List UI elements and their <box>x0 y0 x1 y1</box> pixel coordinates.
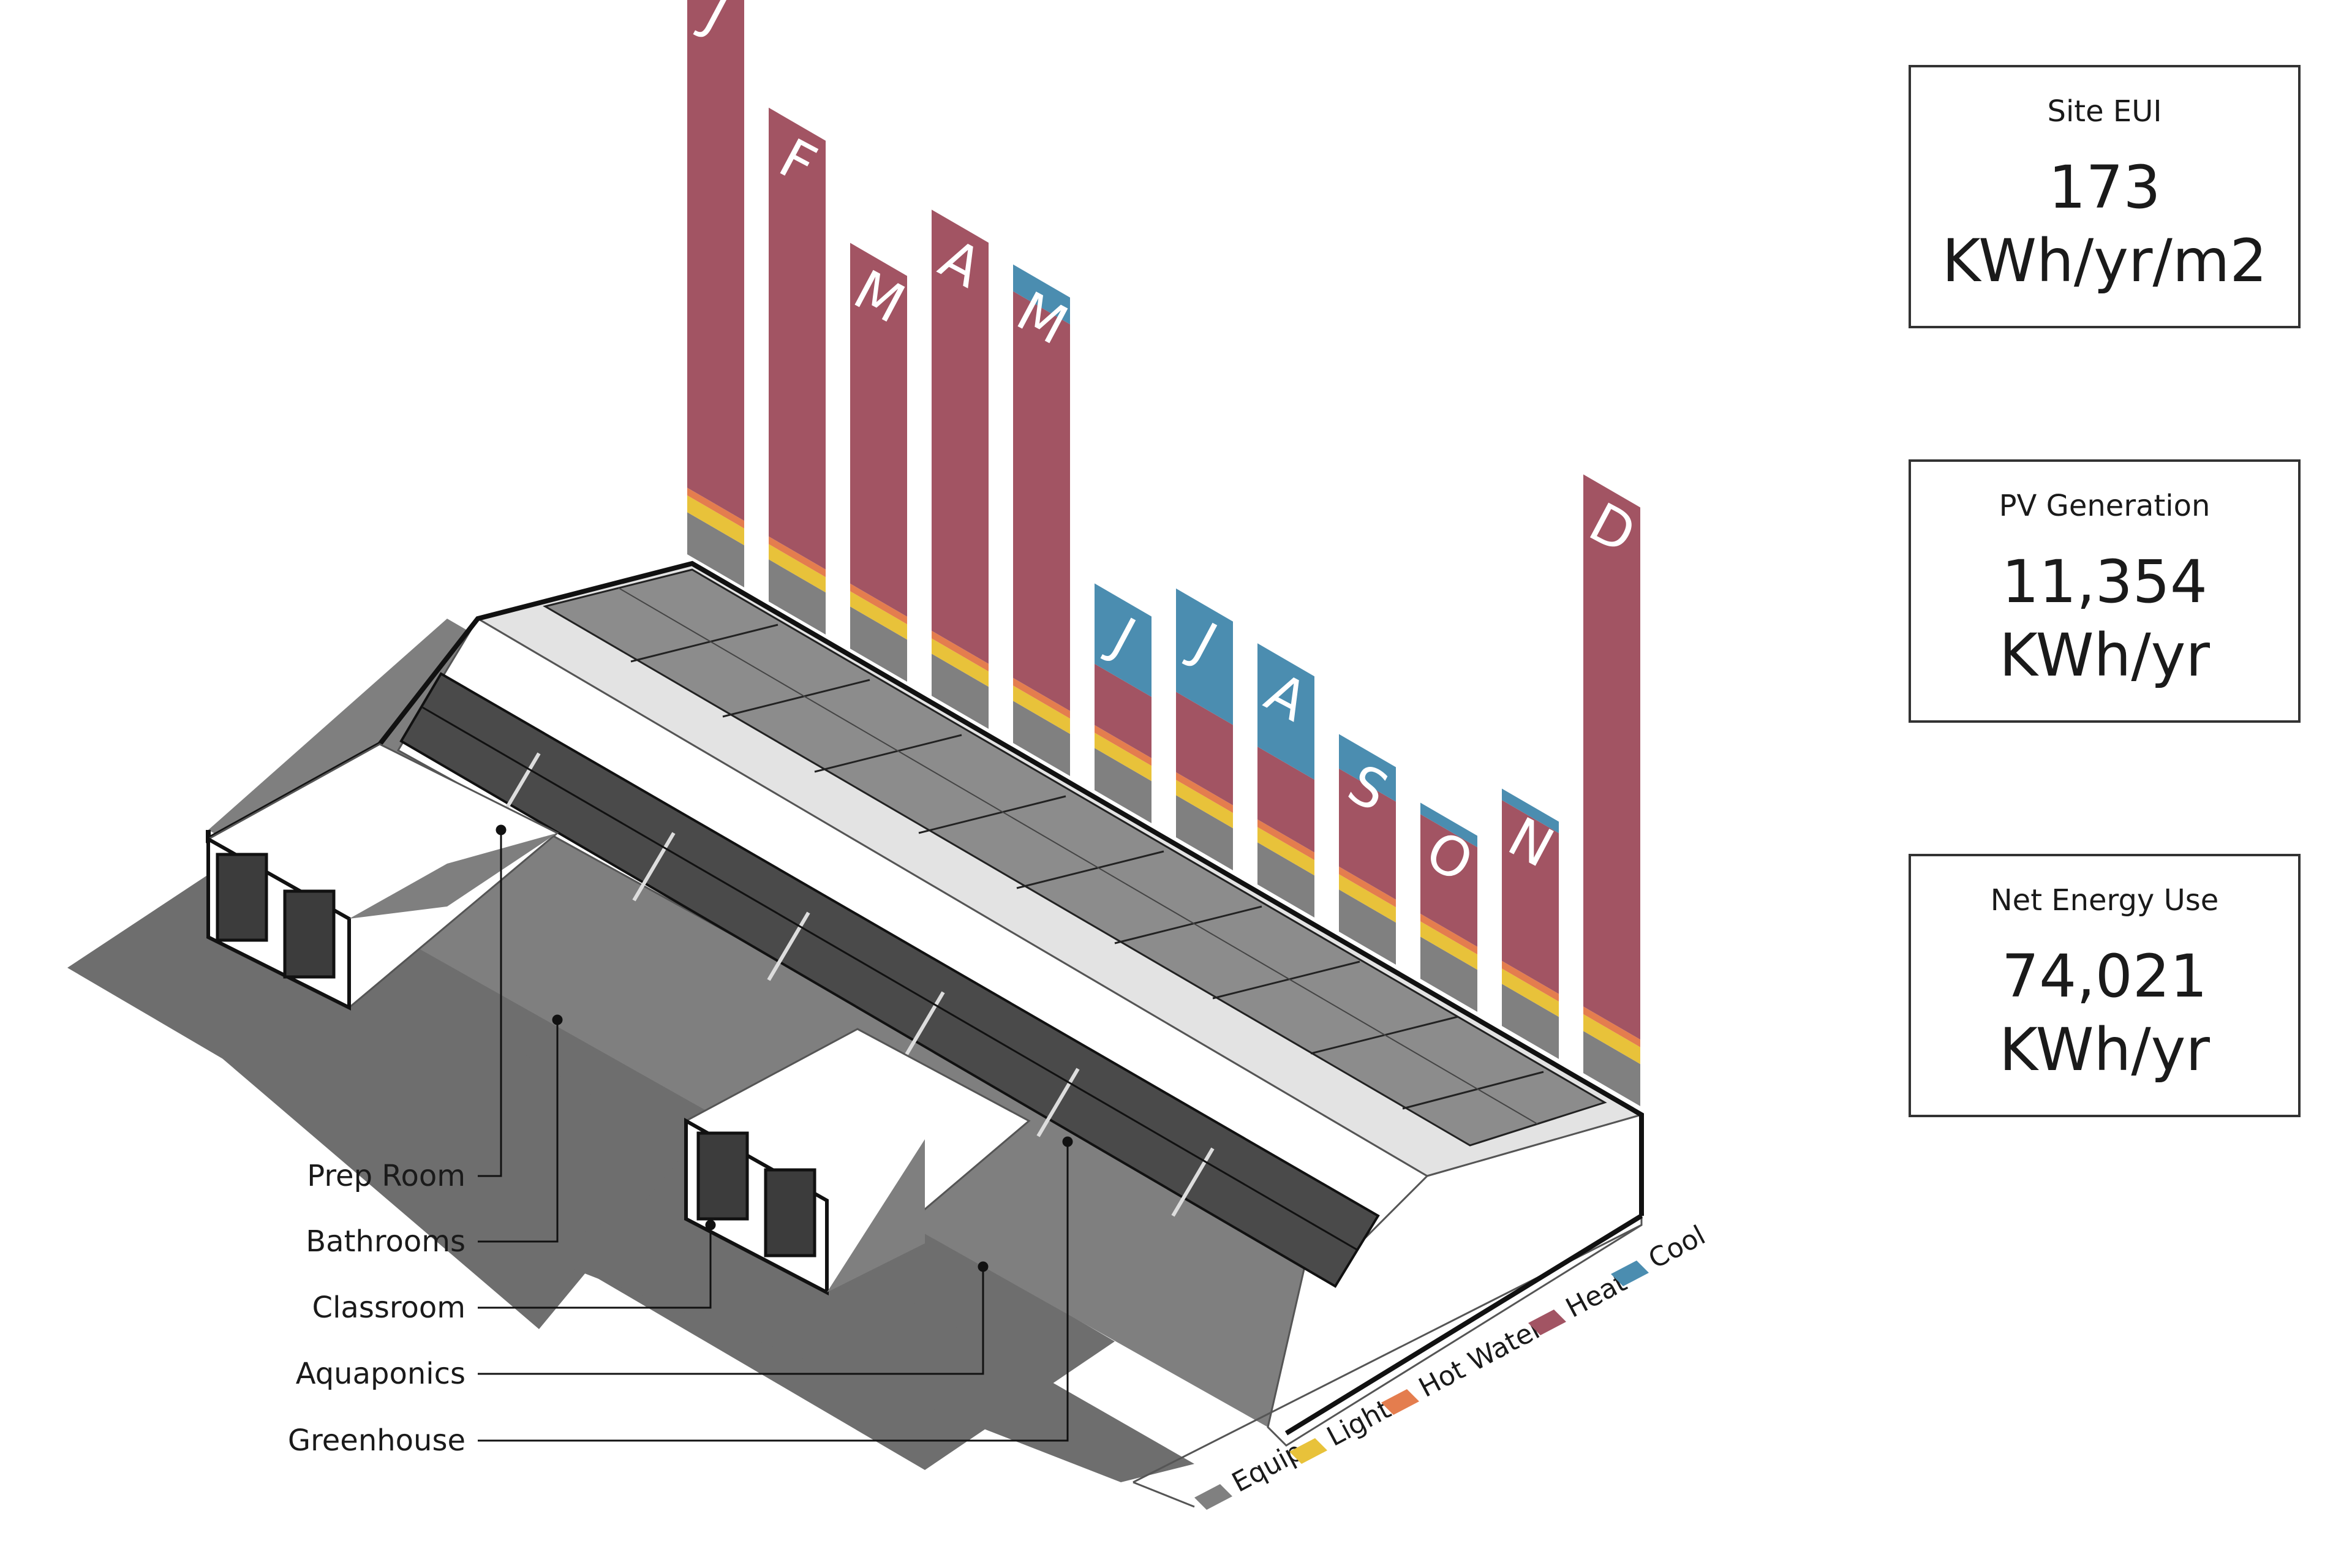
room-label-aquaponics: Aquaponics <box>295 1357 466 1391</box>
pv-generation-title: PV Generation <box>1999 489 2211 523</box>
bar-segment <box>1013 701 1070 776</box>
bar-segment <box>1257 747 1314 853</box>
pv-generation-card: PV Generation 11,354 KWh/yr <box>1909 459 2301 723</box>
room-label-classroom: Classroom <box>312 1291 466 1325</box>
bar-segment <box>850 606 907 682</box>
bar-segment <box>1339 866 1396 908</box>
legend-label: Cool <box>1643 1219 1710 1275</box>
site-eui-value: 173 <box>2048 153 2161 222</box>
bar-segment <box>1502 968 1559 1017</box>
bar-segment <box>1095 583 1152 697</box>
bar-segment <box>932 209 989 664</box>
bar-segment <box>687 512 744 587</box>
annex-west <box>206 743 559 1011</box>
bar-segment <box>1339 768 1396 900</box>
bar-segment <box>769 544 826 593</box>
bar-segment <box>850 243 907 617</box>
bar-segment <box>1420 802 1477 848</box>
room-label-prep-room: Prep Room <box>307 1159 466 1193</box>
bar-segment <box>687 0 744 521</box>
bar-segment <box>1339 889 1396 965</box>
bar-segment <box>1095 733 1152 782</box>
bar-segment <box>687 495 744 546</box>
bar-segment <box>1176 795 1233 870</box>
site-eui-card: Site EUI 173 KWh/yr/m2 <box>1909 65 2301 328</box>
bar-segment <box>1013 291 1070 711</box>
pv-generation-value: 11,354 <box>2002 548 2207 616</box>
bar-segment <box>1583 1014 1640 1065</box>
bar-segment <box>1095 725 1152 766</box>
bar-segment <box>1257 842 1314 918</box>
net-energy-use-unit: KWh/yr <box>1999 1016 2210 1084</box>
bar-segment <box>850 591 907 640</box>
bar-segment <box>1095 748 1152 823</box>
bar-segment <box>1176 692 1233 805</box>
room-label-bathrooms: Bathrooms <box>306 1224 466 1259</box>
bar-segment <box>769 559 826 635</box>
bar-segment <box>1502 800 1559 994</box>
bar-segment <box>932 654 989 729</box>
bar-segment <box>1339 734 1396 802</box>
bar-segment <box>1502 960 1559 1002</box>
bar-segment <box>1420 913 1477 955</box>
bar-segment <box>1420 937 1477 1012</box>
bar-segment <box>1502 984 1559 1059</box>
bar-segment <box>1583 474 1640 1040</box>
bar-segment <box>1420 921 1477 970</box>
bar-segment <box>769 107 826 570</box>
bar-segment <box>1257 827 1314 876</box>
bar-segment <box>1257 819 1314 861</box>
roof-pv-array <box>543 568 1607 1147</box>
legend-swatch <box>1194 1484 1232 1510</box>
bar-segment <box>1257 643 1314 780</box>
bar-segment <box>769 536 826 578</box>
bar-segment <box>932 630 989 672</box>
bar-segment <box>1502 788 1559 834</box>
bar-segment <box>1583 1031 1640 1106</box>
bar-segment <box>1583 1006 1640 1047</box>
bar-segment <box>1176 588 1233 725</box>
annex-center <box>684 1028 1031 1295</box>
bar-segment <box>1013 264 1070 325</box>
room-label-greenhouse: Greenhouse <box>287 1423 466 1458</box>
bar-segment <box>932 638 989 687</box>
legend-label: Equip <box>1227 1436 1308 1499</box>
leader-lines <box>478 824 1073 1442</box>
bar-segment <box>1095 663 1152 758</box>
site-eui-unit: KWh/yr/m2 <box>1942 227 2267 295</box>
pv-generation-unit: KWh/yr <box>1999 621 2210 690</box>
site-eui-title: Site EUI <box>2047 94 2162 129</box>
net-energy-use-title: Net Energy Use <box>1990 883 2219 918</box>
bar-segment <box>1013 677 1070 719</box>
bar-segment <box>1013 685 1070 734</box>
net-energy-use-value: 74,021 <box>2002 942 2207 1011</box>
bar-segment <box>1420 814 1477 947</box>
bar-segment <box>687 488 744 529</box>
bar-segment <box>1176 772 1233 813</box>
legend-swatch <box>1289 1438 1327 1464</box>
legend-swatch <box>1528 1310 1566 1335</box>
bar-segment <box>1176 780 1233 829</box>
net-energy-use-card: Net Energy Use 74,021 KWh/yr <box>1909 854 2301 1117</box>
bar-segment <box>850 583 907 625</box>
legend-swatch <box>1611 1261 1649 1286</box>
wall-pv-array <box>399 672 1380 1288</box>
bar-segment <box>1339 874 1396 923</box>
legend-swatch <box>1381 1389 1419 1415</box>
